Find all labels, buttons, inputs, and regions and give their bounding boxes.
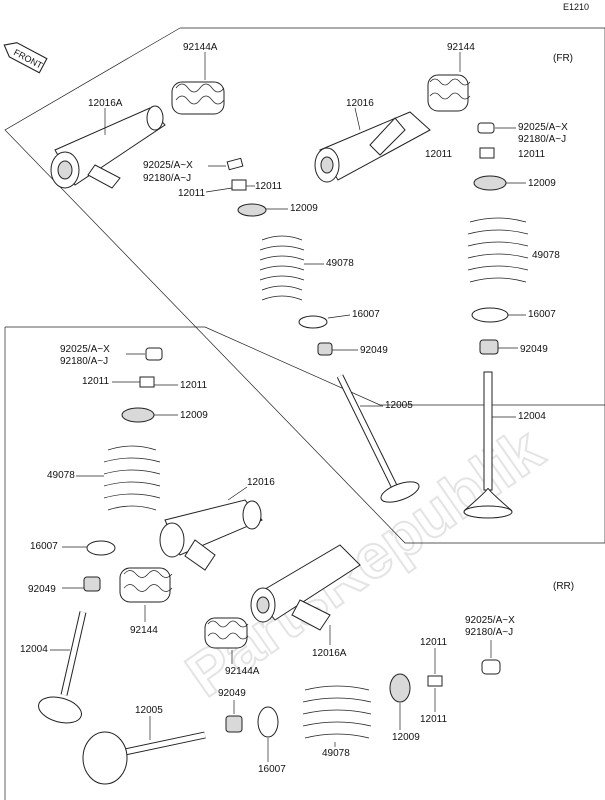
retainer-fr-right [473,175,507,191]
rocker-spring-92144 [427,74,471,112]
rocker-arm-12016 [314,111,431,183]
label-12009-rr: 12009 [180,410,208,421]
label-12016-fr: 12016 [346,98,374,109]
label-12005-fr: 12005 [385,400,413,411]
valve-spring-rr-left [103,445,161,511]
cotter-rr-left [139,376,155,388]
label-92025-fr-r: 92025/A~X [518,122,568,133]
label-12011-rr-r2: 12011 [420,714,448,725]
label-16007-rr: 16007 [30,541,58,552]
label-92144A-fr: 92144A [183,42,218,53]
section-rr-label: (RR) [553,581,574,592]
label-12011-rr-a: 12011 [82,376,110,387]
rocker-arm-rr-12016 [159,499,263,571]
keeper-fr-right [477,122,495,134]
label-92180-rr-r: 92180/A~J [465,627,513,638]
intake-valve-12004-fr [463,371,513,519]
retainer-fr-left [237,203,267,217]
keeper-rr-right [481,659,501,675]
label-12009-rr-b: 12009 [392,732,420,743]
label-49078-fr-l: 49078 [326,258,354,269]
label-16007-fr-l: 16007 [352,309,380,320]
keeper-rr-left [145,347,163,361]
rocker-arm-12016A [50,105,166,189]
keeper-fr-left [226,157,244,171]
rocker-spring-rr-92144 [119,567,173,603]
spring-seat-fr-left [298,315,328,329]
label-12016A-rr: 12016A [312,648,347,659]
label-12016A-fr: 12016A [88,98,123,109]
label-92025-fr-left: 92025/A~X [143,160,193,171]
label-12009-fr-r: 12009 [528,178,556,189]
label-92180-rr: 92180/A~J [60,356,108,367]
label-12011-rr-r1: 12011 [420,637,448,648]
label-92025-rr: 92025/A~X [60,344,110,355]
label-12011-fr-r2: 12011 [518,149,546,160]
label-92049-fr-l: 92049 [360,345,388,356]
label-16007-rr-b: 16007 [258,764,286,775]
stem-seal-rr-left [83,576,101,592]
label-92144-rr: 92144 [130,625,158,636]
valve-spring-fr-right [467,217,529,283]
retainer-rr-left [121,407,155,423]
cotter-fr-left [231,179,247,191]
label-49078-fr-r: 49078 [532,250,560,261]
label-92025-rr-r: 92025/A~X [465,615,515,626]
label-49078-rr-b: 49078 [322,748,350,759]
label-92180-fr-left: 92180/A~J [143,173,191,184]
label-12011-fr-r1: 12011 [425,149,453,160]
label-16007-fr-r: 16007 [528,309,556,320]
label-92049-rr-b: 92049 [218,688,246,699]
valve-spring-rr-right [302,685,372,739]
rocker-arm-rr-12016A [250,544,361,631]
label-12005-rr: 12005 [135,705,163,716]
diagram-code: E1210 [563,2,589,12]
rocker-spring-rr-92144A [204,617,249,649]
spring-seat-rr-right [257,706,279,738]
intake-valve-12004-rr [38,611,87,724]
label-92049-fr-r: 92049 [520,344,548,355]
stem-seal-fr-left [317,342,333,356]
spring-seat-fr-right [471,307,509,323]
label-49078-rr: 49078 [47,470,75,481]
label-92049-rr: 92049 [28,584,56,595]
label-12016-rr: 12016 [247,477,275,488]
cotter-fr-right [479,147,495,159]
stem-seal-fr-right [479,339,499,355]
label-12009-fr-l: 12009 [290,203,318,214]
valve-spring-fr-left [259,235,305,301]
exhaust-valve-12005-rr [82,731,206,785]
label-12011-fr-l2: 12011 [255,181,283,192]
label-12004-fr: 12004 [518,411,546,422]
stem-seal-rr-right [225,715,243,733]
exhaust-valve-12005 [336,374,420,503]
rocker-spring-92144A [171,81,225,115]
cotter-rr-right [427,675,443,687]
label-92144A-rr: 92144A [225,666,260,677]
section-fr-label: (FR) [553,53,573,64]
label-92144-fr: 92144 [447,42,475,53]
label-92180-fr-r: 92180/A~J [518,134,566,145]
spring-seat-rr-left [86,540,116,556]
fr-section-border [4,27,605,544]
label-12004-rr: 12004 [20,644,48,655]
front-arrow-icon: FRONT [3,42,48,74]
label-12011-rr-b: 12011 [180,380,208,391]
label-12011-fr-l1: 12011 [178,188,206,199]
retainer-rr-right [389,673,411,703]
